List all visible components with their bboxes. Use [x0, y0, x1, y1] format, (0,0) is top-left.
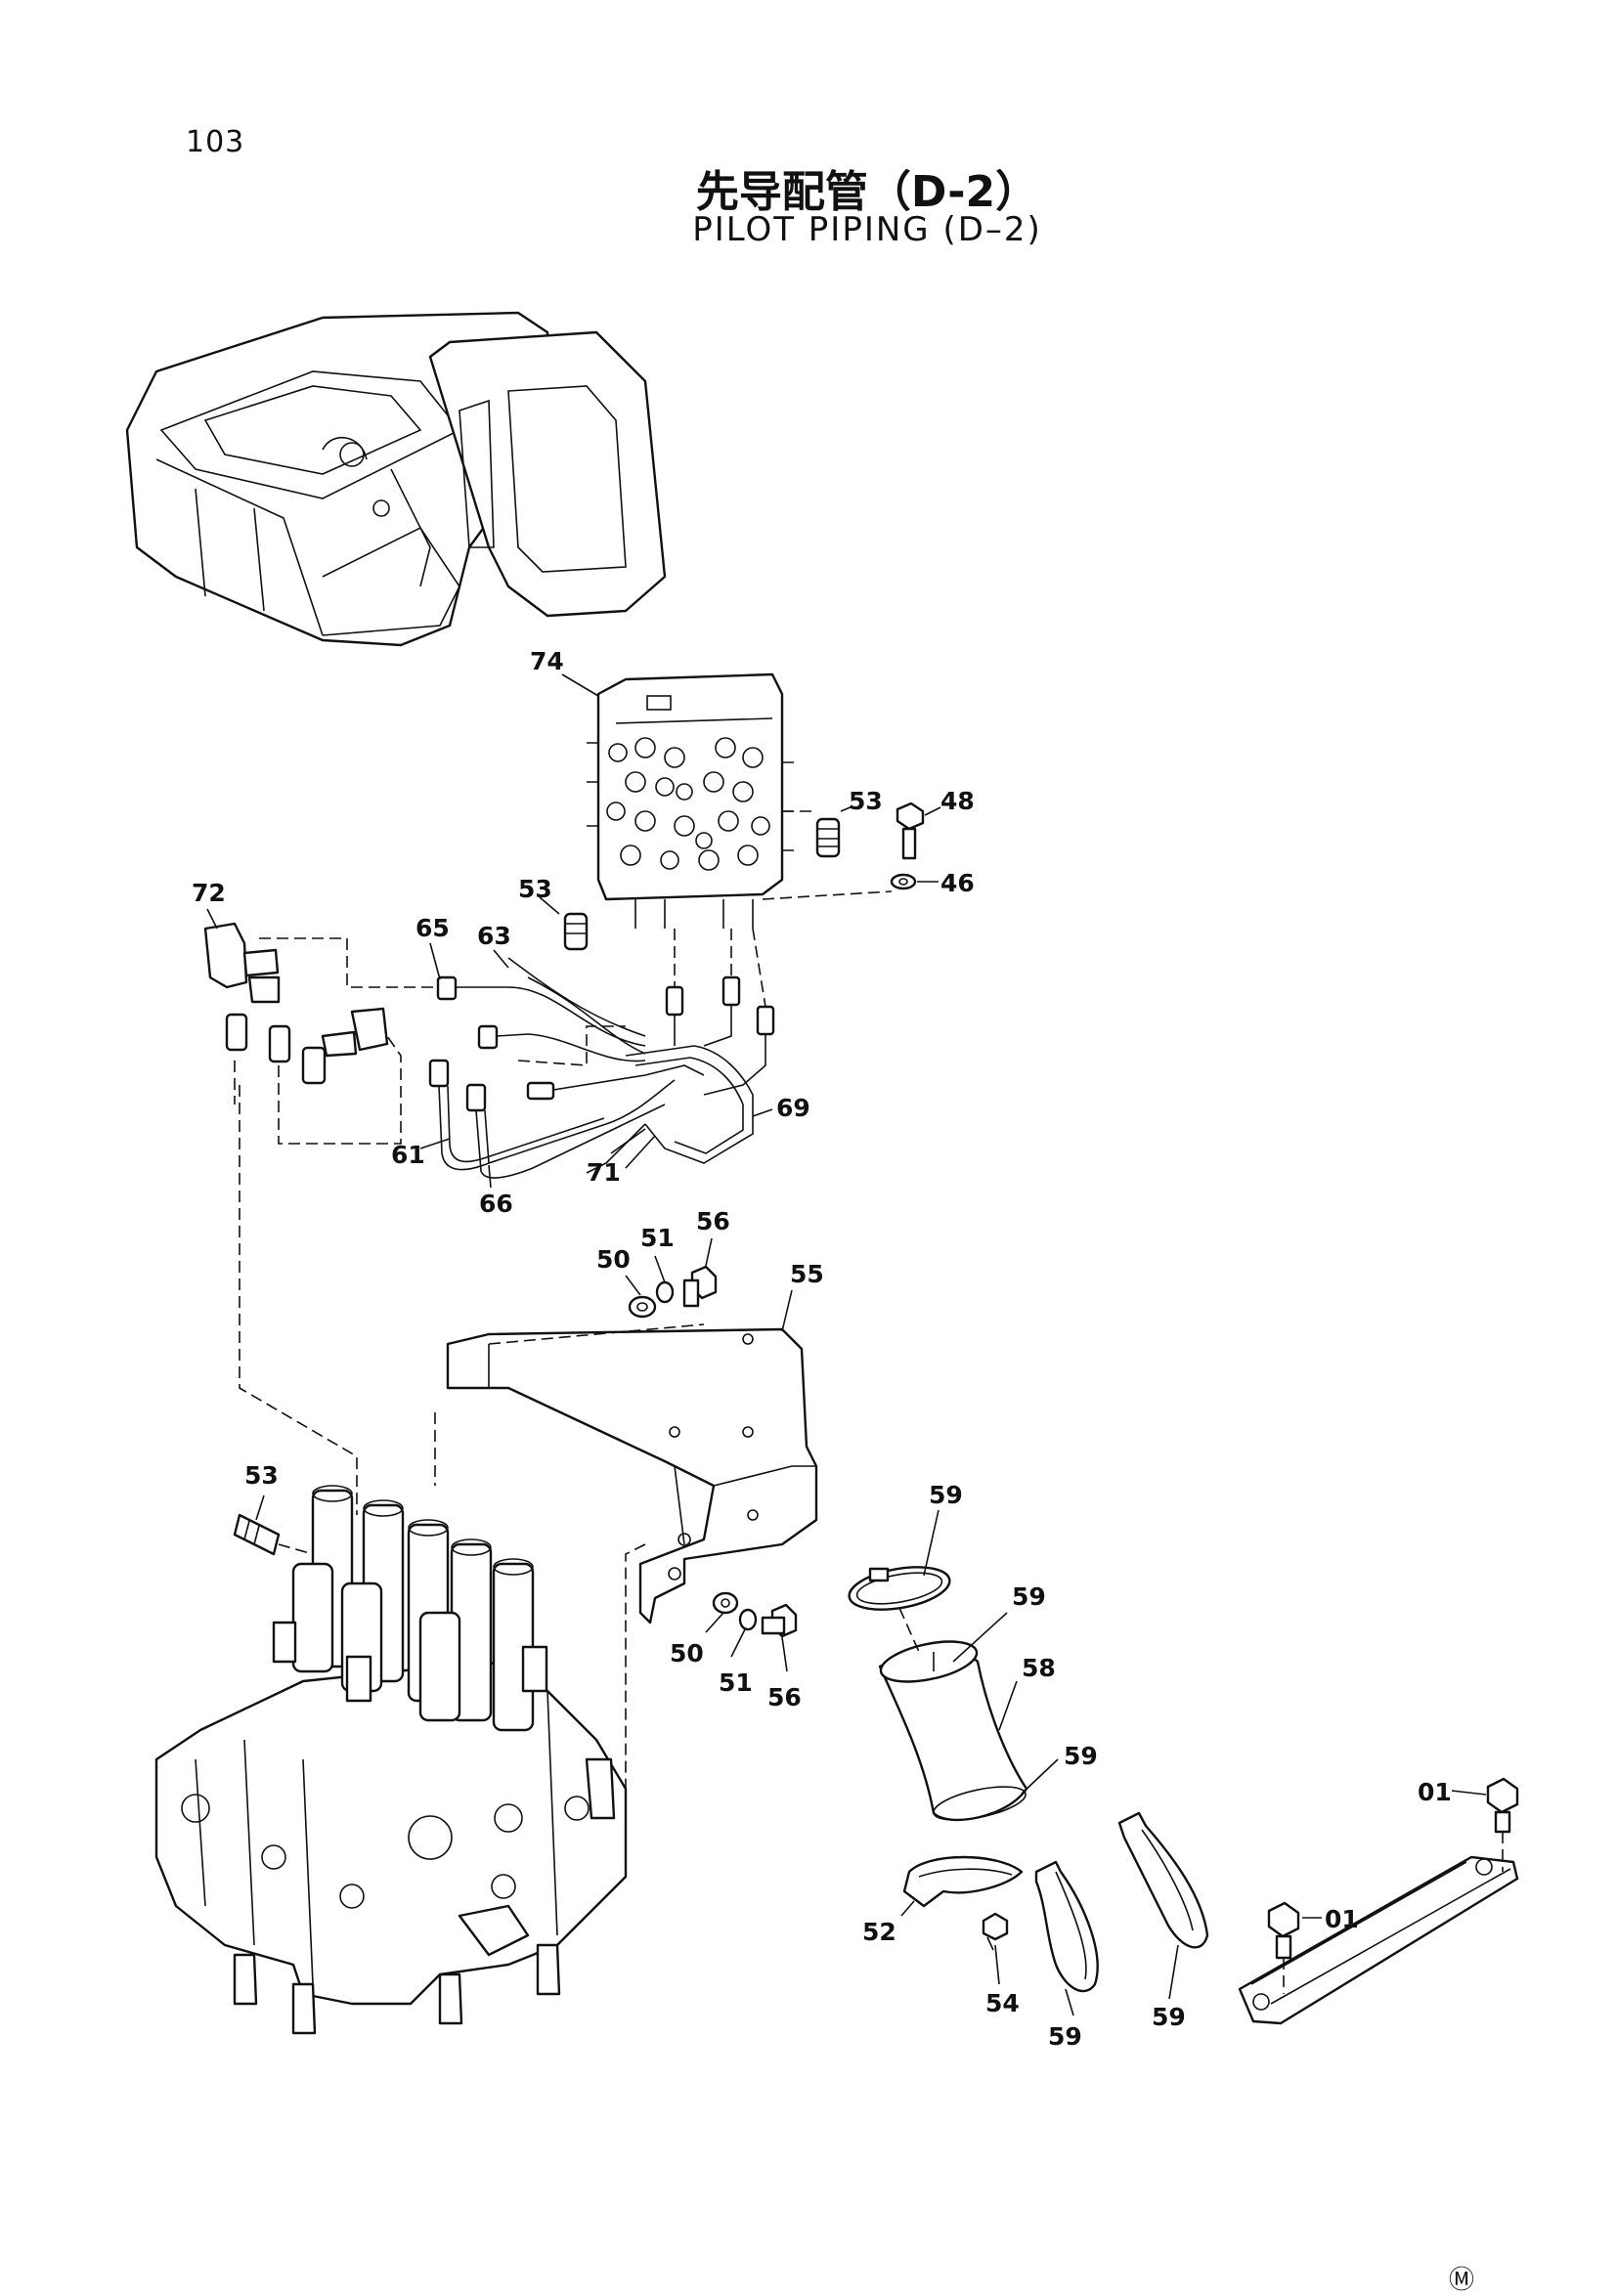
valve-block-74	[587, 672, 794, 929]
elbow-fittings-72	[203, 922, 440, 1515]
callout-56-lower: 56	[767, 1683, 802, 1711]
washer-46	[762, 873, 917, 900]
bolt-01-right	[1486, 1777, 1519, 1872]
title-en-text: PILOT PIPING (D–2)	[692, 210, 1042, 249]
callout-53-upper: 53	[849, 787, 883, 815]
fitting-53-upper	[782, 810, 841, 858]
callout-58: 58	[1022, 1654, 1056, 1682]
cable-tie-59-right	[1117, 1811, 1209, 1949]
callout-59-clamp-top: 59	[929, 1481, 963, 1509]
page-title-english: PILOT PIPING (D–2)	[0, 210, 1617, 249]
support-plate	[1238, 1855, 1519, 2025]
fitting-53-lower	[233, 1513, 314, 1556]
callout-52: 52	[862, 1918, 896, 1946]
hose-58	[878, 1640, 1028, 1821]
callout-53-lower: 53	[244, 1461, 279, 1490]
callout-54: 54	[985, 1989, 1020, 2017]
callout-01-right: 01	[1418, 1778, 1452, 1806]
bolt-54	[982, 1912, 1009, 1951]
page-number: 103	[186, 125, 245, 159]
callout-51-upper: 51	[640, 1224, 675, 1252]
clamp-59-top	[848, 1566, 951, 1653]
callout-48: 48	[940, 787, 975, 815]
callout-51-lower: 51	[719, 1668, 753, 1697]
clamp-52	[902, 1855, 1024, 1908]
callout-numbers: 74 53 48 46 72 53 65 63 69 61 71 66 50 5…	[192, 647, 1452, 2051]
bolt-48	[896, 801, 925, 860]
callout-71: 71	[587, 1158, 621, 1187]
hardware-50-51-56-lower	[712, 1591, 798, 1638]
leader-lines	[206, 673, 1487, 2016]
title-cn-text: 先导配管（D-2）	[695, 167, 1039, 217]
callout-46: 46	[940, 869, 975, 897]
callout-69: 69	[776, 1094, 810, 1122]
callout-01-left: 01	[1325, 1905, 1359, 1933]
callout-72: 72	[192, 879, 226, 907]
footer-mark: Ⓜ	[1449, 2266, 1475, 2295]
callout-50-lower: 50	[670, 1639, 704, 1668]
callout-50-upper: 50	[596, 1245, 631, 1274]
pilot-hoses	[428, 928, 775, 1179]
callout-65: 65	[415, 914, 450, 942]
callout-53-middle: 53	[518, 875, 552, 903]
callout-59-tie-right: 59	[1152, 2003, 1186, 2031]
control-valve	[154, 1485, 628, 2035]
callout-74: 74	[530, 647, 564, 675]
callout-61: 61	[391, 1141, 425, 1169]
cable-tie-59-left	[1034, 1860, 1099, 1993]
bracket-55	[434, 1323, 818, 1839]
hardware-50-51-56-upper	[628, 1265, 718, 1319]
bolt-01-left	[1267, 1901, 1300, 1994]
callout-59-tie-left: 59	[1048, 2022, 1082, 2051]
fitting-53-middle	[563, 912, 589, 951]
page-title-chinese: 先导配管（D-2）	[0, 156, 1617, 219]
excavator-overview	[125, 311, 667, 647]
callout-59-hose-top: 59	[1012, 1582, 1046, 1611]
callout-59-hose-bottom: 59	[1064, 1742, 1098, 1770]
callout-56-upper: 56	[696, 1207, 730, 1235]
callout-66: 66	[479, 1190, 513, 1218]
callout-63: 63	[477, 922, 511, 950]
callout-55: 55	[790, 1260, 824, 1288]
